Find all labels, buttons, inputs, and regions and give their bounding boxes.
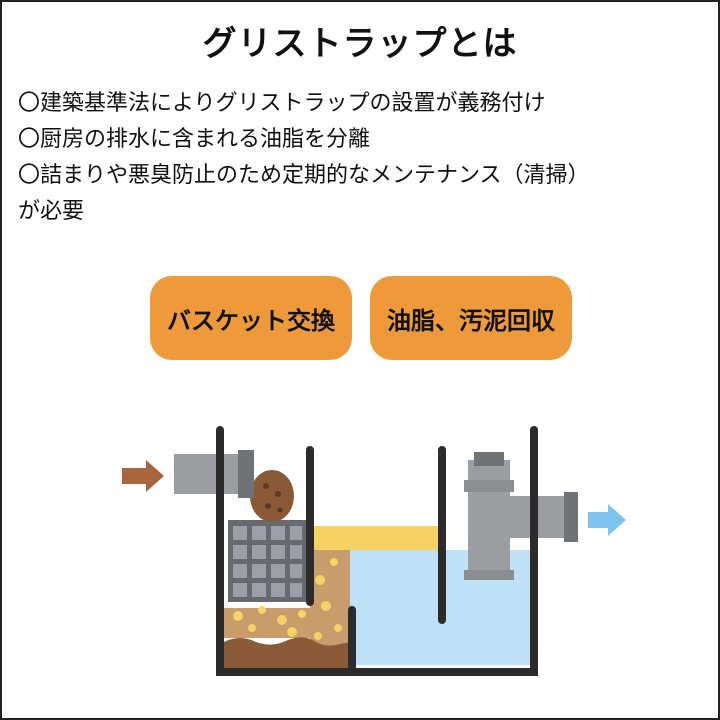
bullet-legal-requirement: 〇建築基準法によりグリストラップの設置が義務付け [18,91,546,116]
inlet-pipe-icon [174,450,254,498]
grease-sludge-button[interactable]: 油脂、汚泥回収 [370,276,572,360]
description-list: 〇建築基準法によりグリストラップの設置が義務付け 〇厨房の排水に含まれる油脂を分… [18,86,708,230]
inflow-arrow-icon [122,460,164,492]
oil-layer-icon [310,526,440,550]
bullet-grease-separation: 〇厨房の排水に含まれる油脂を分離 [18,127,371,152]
grease-sludge-label: 油脂、汚泥回収 [387,306,555,335]
bullet-maintenance-cont: が必要 [18,199,85,224]
grease-trap-illustration [122,426,626,676]
outlet-pipe-icon [464,452,578,580]
basket-icon [228,520,306,602]
bullet-maintenance: 〇詰まりや悪臭防止のため定期的なメンテナンス（清掃） [18,163,590,188]
basket-exchange-button[interactable]: バスケット交換 [150,276,352,360]
outflow-arrow-icon [588,504,626,536]
basket-exchange-label: バスケット交換 [167,306,335,335]
page-title: グリストラップとは [202,24,518,64]
sludge-icon [224,637,352,668]
